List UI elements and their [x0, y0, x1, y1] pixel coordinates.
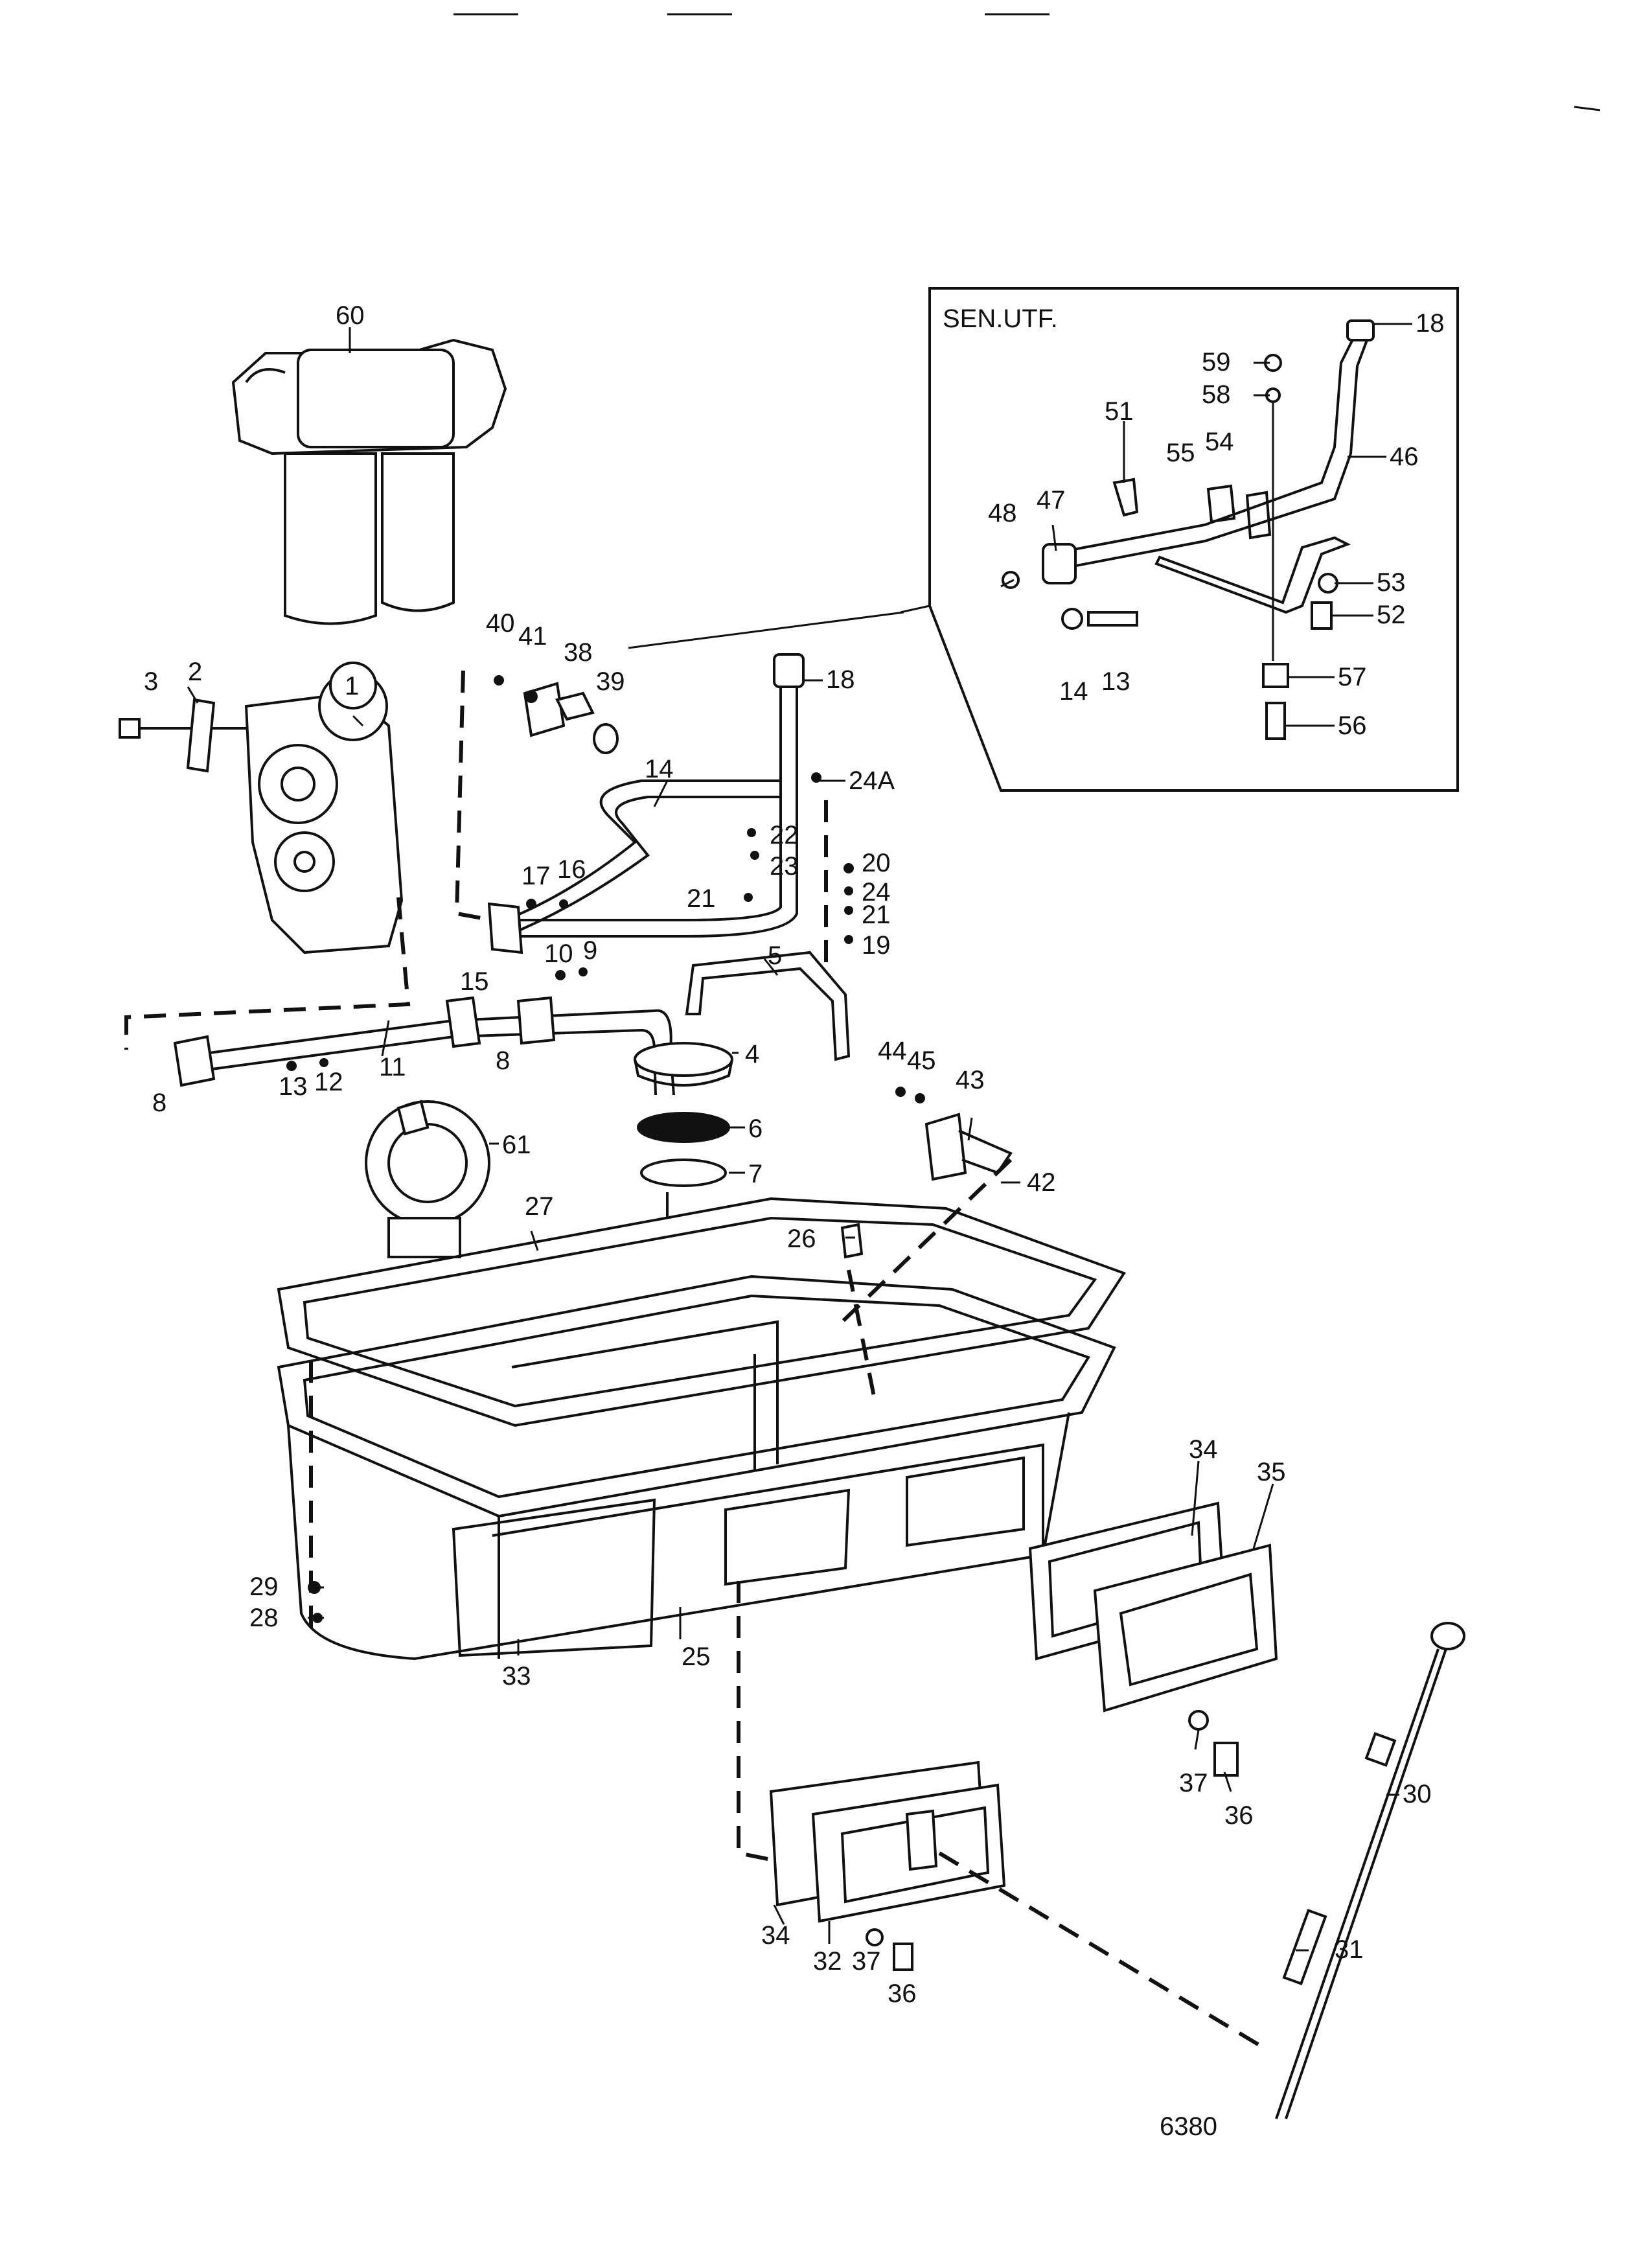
callout-33: 33 — [502, 1662, 531, 1690]
callout-26: 26 — [787, 1225, 816, 1253]
callout-36b: 36 — [888, 1979, 917, 2008]
bracket-5 — [685, 951, 851, 1061]
pipe-assembly-14 — [487, 653, 805, 954]
callout-7: 7 — [748, 1160, 763, 1188]
callout-16: 16 — [557, 855, 586, 884]
callout-i56: 56 — [1338, 711, 1367, 740]
callout-3: 3 — [144, 667, 158, 696]
oil-pan — [277, 1274, 1116, 1661]
callout-24: 24 — [862, 878, 891, 906]
callout-8b: 8 — [496, 1046, 510, 1075]
callout-i55: 55 — [1166, 439, 1195, 467]
callout-23: 23 — [770, 852, 799, 881]
callout-32: 32 — [813, 1947, 842, 1976]
callout-35: 35 — [1257, 1458, 1286, 1486]
callout-i46: 46 — [1390, 443, 1419, 471]
vacuum-pump — [365, 1100, 490, 1258]
callout-i51: 51 — [1105, 397, 1134, 426]
callout-2: 2 — [188, 658, 202, 686]
callout-44: 44 — [878, 1037, 907, 1065]
callout-17: 17 — [522, 862, 551, 890]
callout-34a: 34 — [1189, 1435, 1218, 1464]
callout-20: 20 — [862, 849, 891, 877]
callout-61: 61 — [502, 1131, 531, 1159]
callout-41: 41 — [518, 622, 547, 651]
callout-11: 11 — [379, 1053, 406, 1081]
callout-1: 1 — [345, 672, 359, 700]
callout-43: 43 — [956, 1066, 985, 1094]
connectors — [523, 682, 1013, 1259]
callout-45: 45 — [907, 1046, 936, 1075]
leader-lines — [308, 327, 1399, 1952]
callout-i14: 14 — [1059, 677, 1088, 706]
callout-i59: 59 — [1202, 348, 1231, 376]
oil-pan-gasket — [277, 1197, 1127, 1427]
callout-9: 9 — [583, 936, 597, 965]
callout-27: 27 — [525, 1192, 554, 1221]
callout-13: 13 — [279, 1072, 308, 1101]
figure-number: 6380 — [1160, 2112, 1217, 2141]
callout-i53: 53 — [1377, 568, 1406, 597]
side-cover-lower — [769, 1760, 1006, 1971]
callout-21b: 21 — [862, 901, 891, 929]
callout-i47: 47 — [1037, 486, 1066, 514]
callout-i58: 58 — [1202, 380, 1231, 409]
callout-39: 39 — [596, 667, 625, 696]
callout-60: 60 — [336, 301, 365, 330]
callout-36a: 36 — [1224, 1801, 1254, 1830]
callout-4: 4 — [745, 1040, 759, 1068]
callout-22: 22 — [770, 821, 799, 849]
callout-37b: 37 — [852, 1947, 881, 1976]
callout-i52: 52 — [1377, 601, 1406, 629]
pump-bolt-gasket — [119, 686, 246, 773]
inset-box: SEN.UTF. — [628, 287, 1459, 792]
callout-30: 30 — [1403, 1780, 1432, 1808]
callout-i48: 48 — [988, 499, 1017, 527]
callout-29: 29 — [249, 1573, 279, 1601]
callout-38: 38 — [564, 638, 593, 667]
callout-14: 14 — [645, 755, 674, 783]
oil-pump — [244, 671, 404, 954]
inset-pipe-assembly — [1002, 319, 1375, 740]
side-cover-right — [1028, 1501, 1278, 1777]
strainer-parts — [634, 1042, 733, 1218]
callout-10: 10 — [544, 940, 573, 968]
callout-25: 25 — [682, 1643, 711, 1671]
callout-i13: 13 — [1101, 667, 1130, 696]
callout-24A: 24A — [849, 767, 895, 795]
dashed-leaders — [124, 670, 1265, 2049]
callout-8a: 8 — [152, 1089, 166, 1117]
callout-15: 15 — [460, 967, 489, 996]
callout-i18: 18 — [1416, 309, 1445, 338]
callout-i54: 54 — [1205, 428, 1234, 456]
callout-5: 5 — [768, 941, 782, 970]
callout-18: 18 — [826, 665, 855, 694]
callout-i57: 57 — [1338, 663, 1367, 691]
oil-filter-housing — [231, 338, 507, 625]
callout-31: 31 — [1335, 1935, 1364, 1964]
callout-6: 6 — [748, 1114, 763, 1143]
callout-labels: 60 1 2 3 40 41 38 39 18 14 24A 22 23 21 … — [144, 301, 1432, 2008]
dipstick — [1275, 1622, 1465, 2119]
inset-callouts: 59 58 18 46 51 55 54 48 47 53 52 14 13 5… — [988, 309, 1445, 740]
callout-42: 42 — [1027, 1168, 1056, 1197]
inset-title: SEN.UTF. — [943, 305, 1058, 333]
callout-12: 12 — [314, 1068, 343, 1096]
hardware-dots — [286, 675, 925, 1623]
callout-19: 19 — [862, 931, 891, 960]
callout-34b: 34 — [761, 1921, 790, 1950]
callout-21a: 21 — [687, 884, 716, 913]
callout-28: 28 — [249, 1604, 279, 1632]
callout-40: 40 — [486, 609, 515, 638]
scan-marks — [453, 13, 1601, 111]
callout-37a: 37 — [1179, 1769, 1208, 1797]
